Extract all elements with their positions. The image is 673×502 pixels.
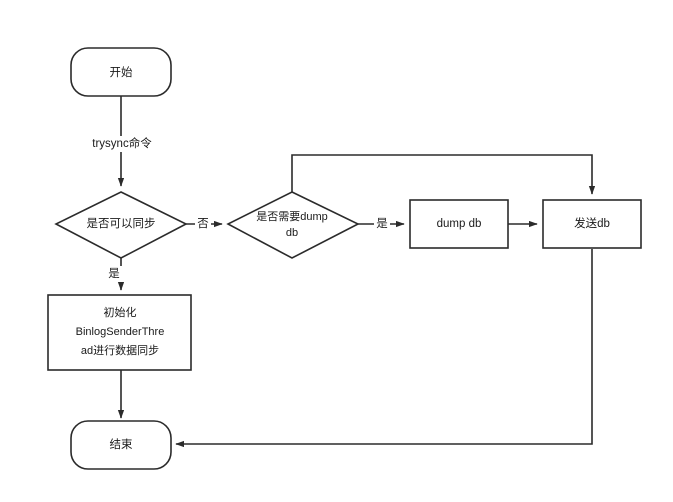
edge-send-db-to-end	[175, 249, 593, 448]
node-send-db[interactable]	[542, 199, 642, 249]
node-init-binlog-label-line2: BinlogSenderThre	[76, 326, 165, 338]
edge-label-bg-no	[195, 216, 211, 232]
node-send-db-label: 发送db	[574, 216, 610, 230]
node-end[interactable]	[70, 420, 172, 470]
node-need-dump[interactable]	[226, 191, 360, 259]
node-dump-db[interactable]	[409, 199, 509, 249]
edge-label-bg-yes-dump	[374, 216, 390, 232]
node-need-dump-label-line2: db	[286, 227, 298, 239]
edge-label-bg-yes-sync	[106, 266, 122, 282]
node-can-sync-label: 是否可以同步	[87, 217, 156, 230]
edge-label-bg-trysync	[79, 136, 165, 152]
edge-need-dump-bypass-to-send-db	[291, 154, 596, 195]
node-dump-db-label: dump db	[437, 218, 482, 230]
node-can-sync[interactable]	[54, 191, 188, 259]
node-need-dump-label-line1: 是否需要dump	[256, 210, 328, 223]
node-start[interactable]	[70, 47, 172, 97]
edge-label-trysync: trysync命令	[92, 136, 152, 150]
edge-label-yes-dump: 是	[376, 217, 388, 230]
node-init-binlog[interactable]	[47, 294, 192, 371]
node-init-binlog-label-line3: ad进行数据同步	[81, 343, 159, 357]
node-init-binlog-label-line1: 初始化	[104, 305, 137, 319]
edge-label-no: 否	[197, 218, 209, 230]
node-end-label: 结束	[110, 438, 133, 451]
node-start-label: 开始	[110, 65, 133, 79]
edge-label-yes-sync: 是	[108, 267, 120, 280]
